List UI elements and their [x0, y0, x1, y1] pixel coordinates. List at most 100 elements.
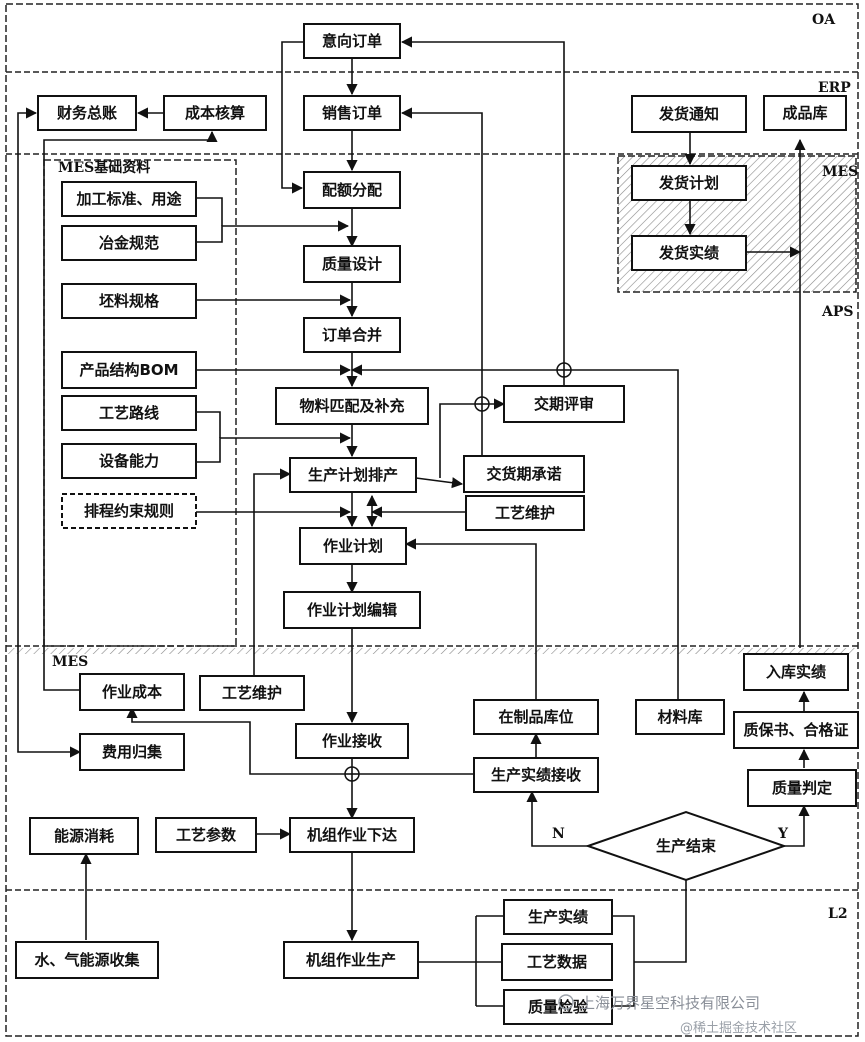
- delivery-plan-box: 发货计划: [631, 165, 747, 201]
- metallurgy-spec-box: 冶金规范: [61, 225, 197, 261]
- svg-text:交货期承诺: 交货期承诺: [486, 465, 561, 483]
- energy-consumption-box: 能源消耗: [29, 817, 139, 855]
- production-actual-receive-box: 生产实绩接收: [473, 757, 599, 793]
- cost-accounting-box: 成本核算: [163, 95, 267, 131]
- svg-text:费用归集: 费用归集: [102, 743, 163, 761]
- billet-spec-box: 坯料规格: [61, 283, 197, 319]
- svg-text:质量判定: 质量判定: [772, 779, 832, 797]
- order-merge-box: 订单合并: [303, 317, 401, 353]
- connectors: [17, 36, 810, 1007]
- process-maint-mes-box: 工艺维护: [199, 675, 305, 711]
- svg-text:坯料规格: 坯料规格: [99, 292, 160, 310]
- svg-text:材料库: 材料库: [657, 708, 702, 726]
- watermark-company: 上海万界星空科技有限公司: [558, 994, 760, 1012]
- svg-text:冶金规范: 冶金规范: [99, 234, 159, 252]
- equipment-capacity-box: 设备能力: [61, 443, 197, 479]
- svg-text:作业计划编辑: 作业计划编辑: [307, 601, 397, 619]
- process-route-box: 工艺路线: [61, 395, 197, 431]
- quota-allocation-box: 配额分配: [303, 171, 401, 209]
- operation-cost-box: 作业成本: [79, 673, 185, 711]
- production-actual-l2-box: 生产实绩: [503, 899, 613, 935]
- process-maint-aps-box: 工艺维护: [465, 495, 585, 531]
- svg-text:工艺路线: 工艺路线: [99, 404, 159, 422]
- crossing-markers: [344, 362, 572, 782]
- svg-text:财务总账: 财务总账: [57, 104, 117, 122]
- svg-text:工艺维护: 工艺维护: [222, 684, 282, 702]
- layer-label-erp: ERP: [818, 80, 851, 96]
- branch-label-yes: Y: [777, 826, 789, 842]
- svg-text:MES基础资料: MES基础资料: [58, 159, 150, 176]
- production-scheduling-box: 生产计划排产: [289, 457, 417, 493]
- svg-text:质量设计: 质量设计: [322, 255, 382, 273]
- svg-text:质保书、合格证: 质保书、合格证: [743, 721, 848, 739]
- product-bom-box: 产品结构BOM: [61, 351, 197, 389]
- material-warehouse-box: 材料库: [635, 699, 725, 735]
- quality-inspection-box: 质量检验: [503, 989, 613, 1025]
- watermark-community: @稀土掘金技术社区: [680, 1020, 797, 1036]
- outer-frame: [5, 3, 859, 1037]
- processing-standard-box: 加工标准、用途: [61, 181, 197, 217]
- unit-operation-production-box: 机组作业生产: [283, 941, 419, 979]
- unit-operation-issue-box: 机组作业下达: [289, 817, 415, 853]
- svg-text:成品库: 成品库: [782, 104, 827, 122]
- svg-text:发货实绩: 发货实绩: [658, 244, 719, 262]
- svg-text:生产结束: 生产结束: [656, 837, 717, 855]
- finished-warehouse-box: 成品库: [763, 95, 847, 131]
- layer-label-aps: APS: [821, 304, 854, 320]
- svg-text:交期评审: 交期评审: [534, 395, 594, 413]
- delivery-actual-box: 发货实绩: [631, 235, 747, 271]
- branch-label-no: N: [552, 826, 565, 842]
- production-end-decision: 生产结束: [584, 810, 788, 882]
- layer-label-mes-bottom: MES: [52, 654, 88, 670]
- finance-ledger-box: 财务总账: [37, 95, 137, 131]
- svg-text:销售订单: 销售订单: [322, 104, 382, 122]
- quality-design-box: 质量设计: [303, 245, 401, 283]
- delivery-review-box: 交期评审: [503, 385, 625, 423]
- intent-order-box: 意向订单: [303, 23, 401, 59]
- svg-text:生产计划排产: 生产计划排产: [308, 466, 398, 484]
- wip-location-box: 在制品库位: [473, 699, 599, 735]
- svg-text:设备能力: 设备能力: [99, 452, 159, 470]
- svg-text:作业计划: 作业计划: [323, 537, 383, 555]
- svg-text:成本核算: 成本核算: [185, 104, 245, 122]
- svg-text:@稀土掘金技术社区: @稀土掘金技术社区: [680, 1020, 797, 1036]
- svg-text:发货计划: 发货计划: [658, 174, 719, 192]
- quality-judgment-box: 质量判定: [747, 769, 857, 807]
- svg-text:物料匹配及补充: 物料匹配及补充: [299, 397, 404, 415]
- svg-text:排程约束规则: 排程约束规则: [84, 502, 174, 520]
- layer-label-l2: L2: [828, 906, 848, 922]
- storage-in-actual-box: 入库实绩: [743, 653, 849, 691]
- material-match-box: 物料匹配及补充: [275, 387, 429, 425]
- watermark-logo-icon: [558, 994, 574, 1010]
- process-data-box: 工艺数据: [501, 943, 613, 981]
- svg-text:质量检验: 质量检验: [528, 998, 589, 1016]
- svg-text:产品结构BOM: 产品结构BOM: [79, 361, 178, 379]
- svg-text:配额分配: 配额分配: [322, 181, 382, 199]
- svg-text:作业接收: 作业接收: [322, 732, 382, 750]
- svg-text:工艺数据: 工艺数据: [527, 953, 587, 971]
- mes-basic-data-title: MES基础资料: [58, 159, 150, 176]
- svg-text:生产实绩接收: 生产实绩接收: [491, 766, 581, 784]
- svg-text:工艺参数: 工艺参数: [176, 826, 237, 844]
- process-params-box: 工艺参数: [155, 817, 257, 853]
- svg-text:工艺维护: 工艺维护: [495, 504, 555, 522]
- svg-text:机组作业下达: 机组作业下达: [307, 826, 397, 844]
- svg-text:机组作业生产: 机组作业生产: [306, 951, 396, 969]
- operation-plan-box: 作业计划: [299, 527, 407, 565]
- svg-text:订单合并: 订单合并: [322, 326, 382, 344]
- layer-label-mes-top: MES: [822, 164, 858, 180]
- svg-text:生产实绩: 生产实绩: [528, 908, 588, 926]
- svg-text:入库实绩: 入库实绩: [766, 663, 826, 681]
- layer-label-oa: OA: [812, 12, 836, 28]
- svg-text:作业成本: 作业成本: [102, 683, 162, 701]
- delivery-promise-box: 交货期承诺: [463, 455, 585, 493]
- svg-text:意向订单: 意向订单: [322, 32, 382, 50]
- expense-collection-box: 费用归集: [79, 733, 185, 771]
- svg-text:上海万界星空科技有限公司: 上海万界星空科技有限公司: [580, 994, 760, 1012]
- mes-bottom-hatch-strip: [6, 648, 858, 654]
- sales-order-box: 销售订单: [303, 95, 401, 131]
- svg-text:加工标准、用途: 加工标准、用途: [75, 190, 182, 208]
- svg-text:水、气能源收集: 水、气能源收集: [34, 951, 140, 969]
- mes-delivery-region: [617, 155, 857, 293]
- water-gas-collection-box: 水、气能源收集: [15, 941, 159, 979]
